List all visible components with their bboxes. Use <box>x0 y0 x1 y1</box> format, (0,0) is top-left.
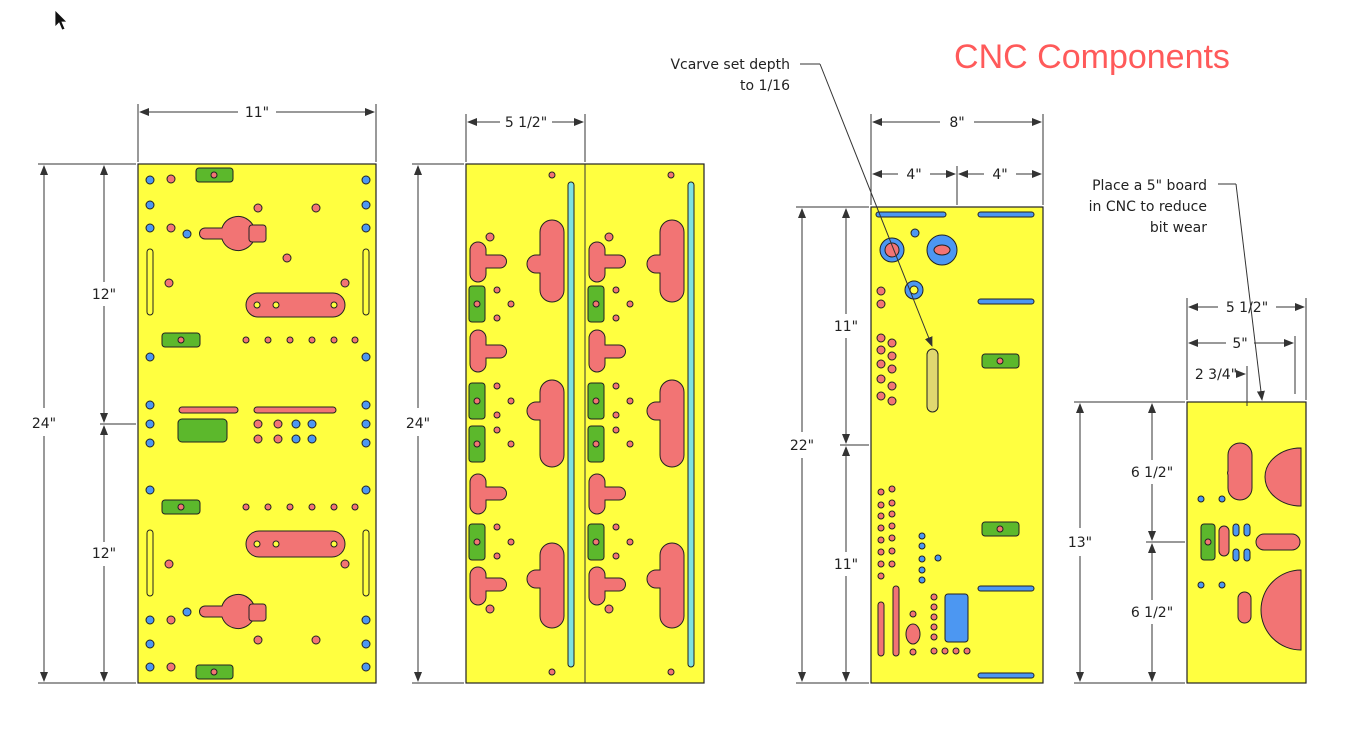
dim-p3-upper: 11" <box>834 319 858 335</box>
dim-p2-height: 24" <box>406 416 430 432</box>
dim-p3-width: 8" <box>949 115 964 131</box>
dim-p4-half: 2 3/4" <box>1195 367 1237 383</box>
dim-p3-half-b: 4" <box>992 167 1007 183</box>
dim-p4-width: 5 1/2" <box>1226 300 1268 316</box>
dim-p2-width: 5 1/2" <box>505 115 547 131</box>
panel-4: 5 1/2" 5" 2 3/4" 13" 6 1/2" 6 1/2" <box>1068 298 1307 684</box>
vcarve-note-line-2: to 1/16 <box>740 78 790 94</box>
dim-p4-height: 13" <box>1068 535 1092 551</box>
dim-p1-height: 24" <box>32 416 56 432</box>
panel-3: 8" 4" 4" 22" 11" 11" <box>790 114 1044 684</box>
dim-p1-lower: 12" <box>92 546 116 562</box>
dim-p1-upper: 12" <box>92 287 116 303</box>
dim-p3-height: 22" <box>790 438 814 454</box>
dim-p3-lower: 11" <box>834 557 858 573</box>
place-note-line-2: in CNC to reduce <box>1089 199 1207 215</box>
dim-p3-half-a: 4" <box>906 167 921 183</box>
vcarve-note-line-1: Vcarve set depth <box>670 57 790 73</box>
place-board-note: Place a 5" board in CNC to reduce bit we… <box>1089 178 1265 401</box>
panel-2: 5 1/2" 24" <box>406 114 705 684</box>
panel-1: 11" 24" 12" 12" <box>32 104 377 684</box>
dim-p4-inner: 5" <box>1232 336 1247 352</box>
dim-p4-upper: 6 1/2" <box>1131 465 1173 481</box>
dim-p1-width: 11" <box>245 105 269 121</box>
page-title: CNC Components <box>954 38 1230 76</box>
place-note-line-3: bit wear <box>1150 220 1207 236</box>
place-note-line-1: Place a 5" board <box>1092 178 1207 194</box>
mouse-pointer-icon <box>54 9 68 31</box>
dim-p4-lower: 6 1/2" <box>1131 605 1173 621</box>
vcarve-note: Vcarve set depth to 1/16 <box>670 57 933 347</box>
